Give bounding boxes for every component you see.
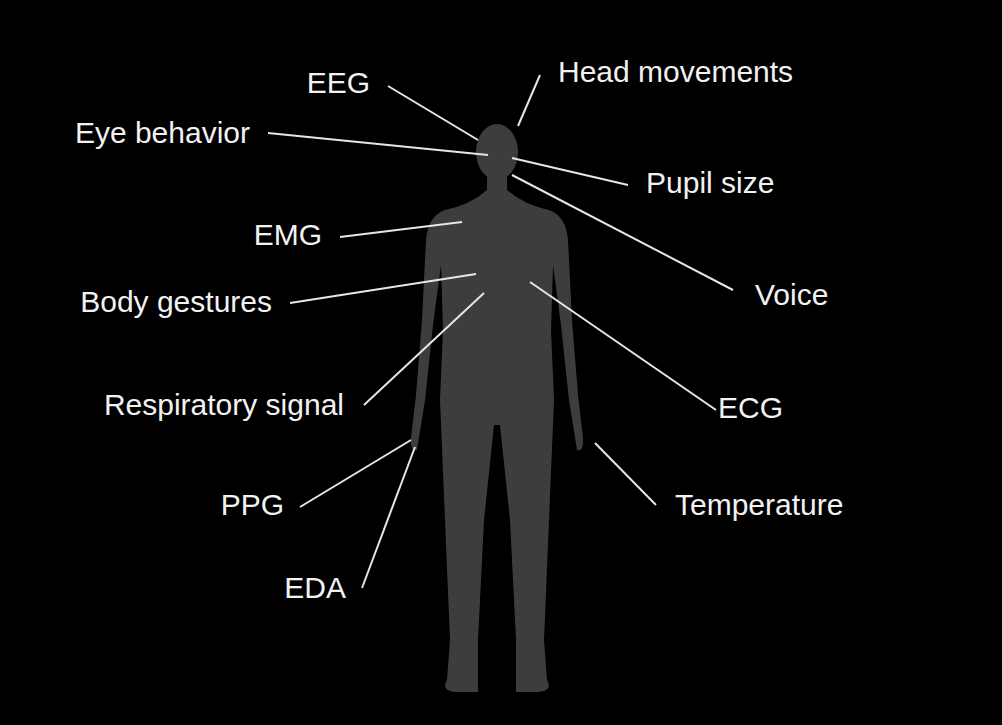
signal-label: Eye behavior	[75, 116, 250, 151]
leader-lines	[268, 75, 733, 588]
leader-line	[595, 443, 656, 505]
signal-label: PPG	[221, 488, 284, 523]
signal-label: Voice	[755, 278, 828, 313]
leader-line	[388, 86, 478, 140]
leader-line	[530, 282, 716, 410]
signal-label: EMG	[254, 218, 322, 253]
leader-line	[512, 158, 628, 185]
signal-label: Head movements	[558, 55, 793, 90]
head-silhouette	[476, 124, 518, 180]
signal-label: EEG	[307, 66, 370, 101]
signal-label: Pupil size	[646, 166, 774, 201]
signal-label: Temperature	[675, 488, 843, 523]
signal-label: EDA	[284, 571, 346, 606]
signal-label: Respiratory signal	[104, 388, 344, 423]
body-silhouette	[411, 172, 583, 692]
leader-line	[290, 274, 476, 303]
leader-line	[364, 293, 484, 405]
signal-label: ECG	[718, 391, 783, 426]
leader-line	[362, 447, 415, 588]
signal-label: Body gestures	[80, 285, 272, 320]
leader-line	[300, 440, 411, 507]
leader-line	[518, 75, 540, 126]
leader-line	[340, 222, 462, 237]
leader-line	[268, 133, 488, 155]
